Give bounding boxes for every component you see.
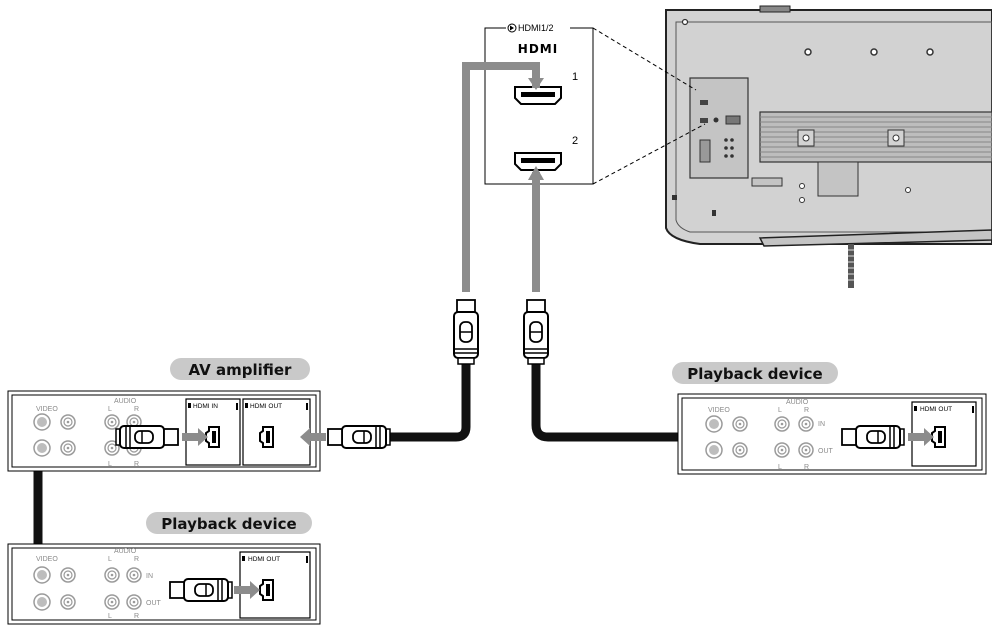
amp-l-text-bottom: L [108, 461, 112, 468]
playback-bottom-label: Playback device [161, 515, 296, 533]
av-amplifier-device: AV amplifier VIDEO AUDIO L R L R HDMI IN… [7, 358, 321, 472]
port-1-number: 1 [572, 71, 578, 83]
hdmi-plug-playback-bottom [169, 578, 233, 602]
hdmi-inset-panel: HDMI1/2 HDMI 1 2 [484, 21, 706, 185]
playback-right-r-text: R [804, 407, 809, 414]
gray-cable-to-port-1 [462, 62, 544, 292]
playback-bottom-r-text: R [134, 556, 139, 563]
amp-audio-text: AUDIO [114, 398, 137, 405]
playback-bottom-video-text: VIDEO [36, 556, 58, 563]
playback-bottom-out-text: OUT [146, 600, 162, 607]
playback-bottom-audio-text: AUDIO [114, 548, 137, 555]
playback-right-video-text: VIDEO [708, 407, 730, 414]
playback-bottom-hdmi-out-label: HDMI OUT [248, 556, 280, 563]
playback-right-audio-text: AUDIO [786, 399, 809, 406]
amp-hdmi-out-label: HDMI OUT [250, 403, 282, 410]
hdmi-logo: HDMI [518, 42, 558, 56]
hdmi-plug-right-vertical [523, 299, 549, 365]
gray-cable-to-port-2 [528, 166, 544, 292]
zoom-line-top [592, 27, 697, 91]
playback-right-label: Playback device [687, 365, 822, 383]
hdmi-plug-amp-input [115, 425, 179, 449]
playback-device-bottom: Playback device VIDEO AUDIO L R IN OUT L… [7, 512, 321, 625]
hdmi-plug-amp-output [327, 425, 391, 449]
amp-l-text: L [108, 406, 112, 413]
playback-right-l-text: L [778, 407, 782, 414]
playback-right-out-text: OUT [818, 448, 834, 455]
inset-title: HDMI1/2 [518, 23, 554, 33]
playback-right-hdmi-out-label: HDMI OUT [920, 406, 952, 413]
zoom-line-bottom [592, 123, 706, 185]
playback-bottom-in-text: IN [146, 573, 153, 580]
playback-bottom-r-text-bottom: R [134, 613, 139, 620]
hdmi-plug-left-vertical [453, 299, 479, 365]
playback-bottom-l-text: L [108, 556, 112, 563]
playback-right-in-text: IN [818, 421, 825, 428]
black-cable-playback-to-tv [531, 358, 840, 442]
tv-rear-illustration [665, 5, 992, 288]
amp-r-text: R [134, 406, 139, 413]
amp-video-text: VIDEO [36, 406, 58, 413]
port-2-number: 2 [572, 135, 578, 147]
black-cable-amp-to-tv [390, 358, 471, 442]
amp-hdmi-in-label: HDMI IN [193, 403, 218, 410]
amp-r-text-bottom: R [134, 461, 139, 468]
playback-device-right: Playback device VIDEO AUDIO L R IN OUT L… [672, 362, 987, 475]
playback-right-l-text-bottom: L [778, 464, 782, 471]
hdmi-port-1-icon [514, 86, 562, 105]
playback-bottom-l-text-bottom: L [108, 613, 112, 620]
hdmi-port-2-icon [514, 152, 562, 171]
av-amplifier-label: AV amplifier [189, 361, 292, 379]
hdmi-plug-playback-right [841, 425, 905, 449]
playback-right-r-text-bottom: R [804, 464, 809, 471]
